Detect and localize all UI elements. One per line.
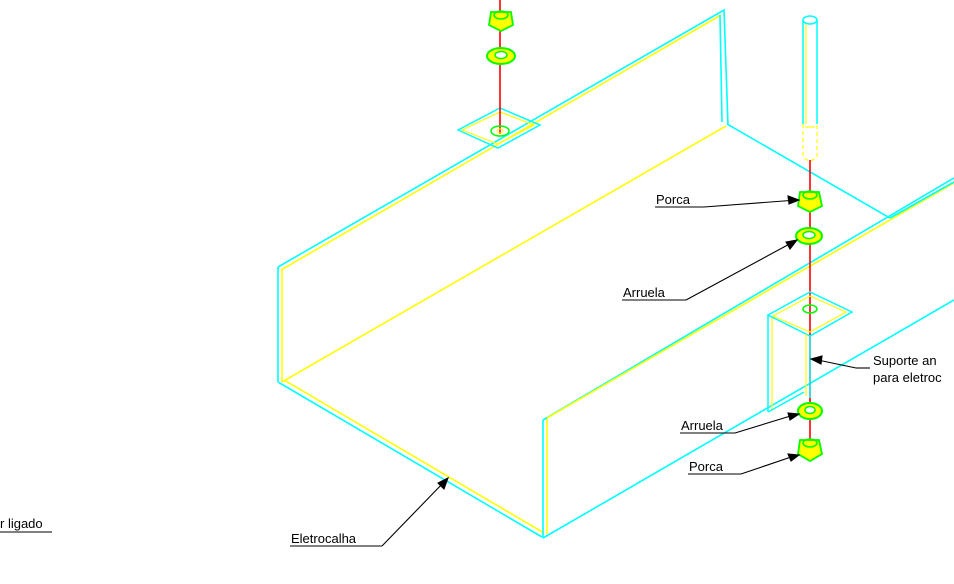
tray-front-wall <box>542 177 954 539</box>
label-arruela-top: Arruela <box>623 285 666 300</box>
label-arruela-bottom: Arruela <box>681 418 724 433</box>
label-suporte-line2: para eletroc <box>873 370 942 385</box>
tray-floor <box>277 123 891 538</box>
left-support-assembly <box>456 0 542 149</box>
right-bottom-nut-icon <box>797 438 824 463</box>
leader-porca-bottom <box>688 453 801 475</box>
leader-eletrocalha <box>290 476 449 547</box>
labels: Porca Arruela Suporte an para eletroc Ar… <box>0 192 942 546</box>
cable-tray <box>277 8 954 539</box>
left-hole <box>490 125 510 137</box>
label-porca-top: Porca <box>656 192 691 207</box>
leader-arruela-bottom <box>680 412 801 434</box>
right-top-nut-icon <box>797 190 824 214</box>
label-porca-bottom: Porca <box>689 459 724 474</box>
left-nut-icon <box>488 10 514 33</box>
label-left-fragment: r ligado <box>0 516 43 531</box>
leader-lines <box>0 195 870 547</box>
right-support-assembly <box>766 15 854 463</box>
leader-arruela-top <box>622 239 799 301</box>
right-bottom-washer-icon <box>797 402 823 420</box>
label-eletrocalha: Eletrocalha <box>291 531 357 546</box>
leader-porca-top <box>655 195 801 208</box>
left-washer-icon <box>486 47 516 65</box>
angle-bracket <box>766 291 854 413</box>
leader-suporte <box>809 355 870 369</box>
left-support-plate <box>456 107 542 149</box>
right-top-washer-icon <box>795 227 823 245</box>
right-rod-top <box>802 15 818 162</box>
label-suporte-line1: Suporte an <box>873 353 937 368</box>
